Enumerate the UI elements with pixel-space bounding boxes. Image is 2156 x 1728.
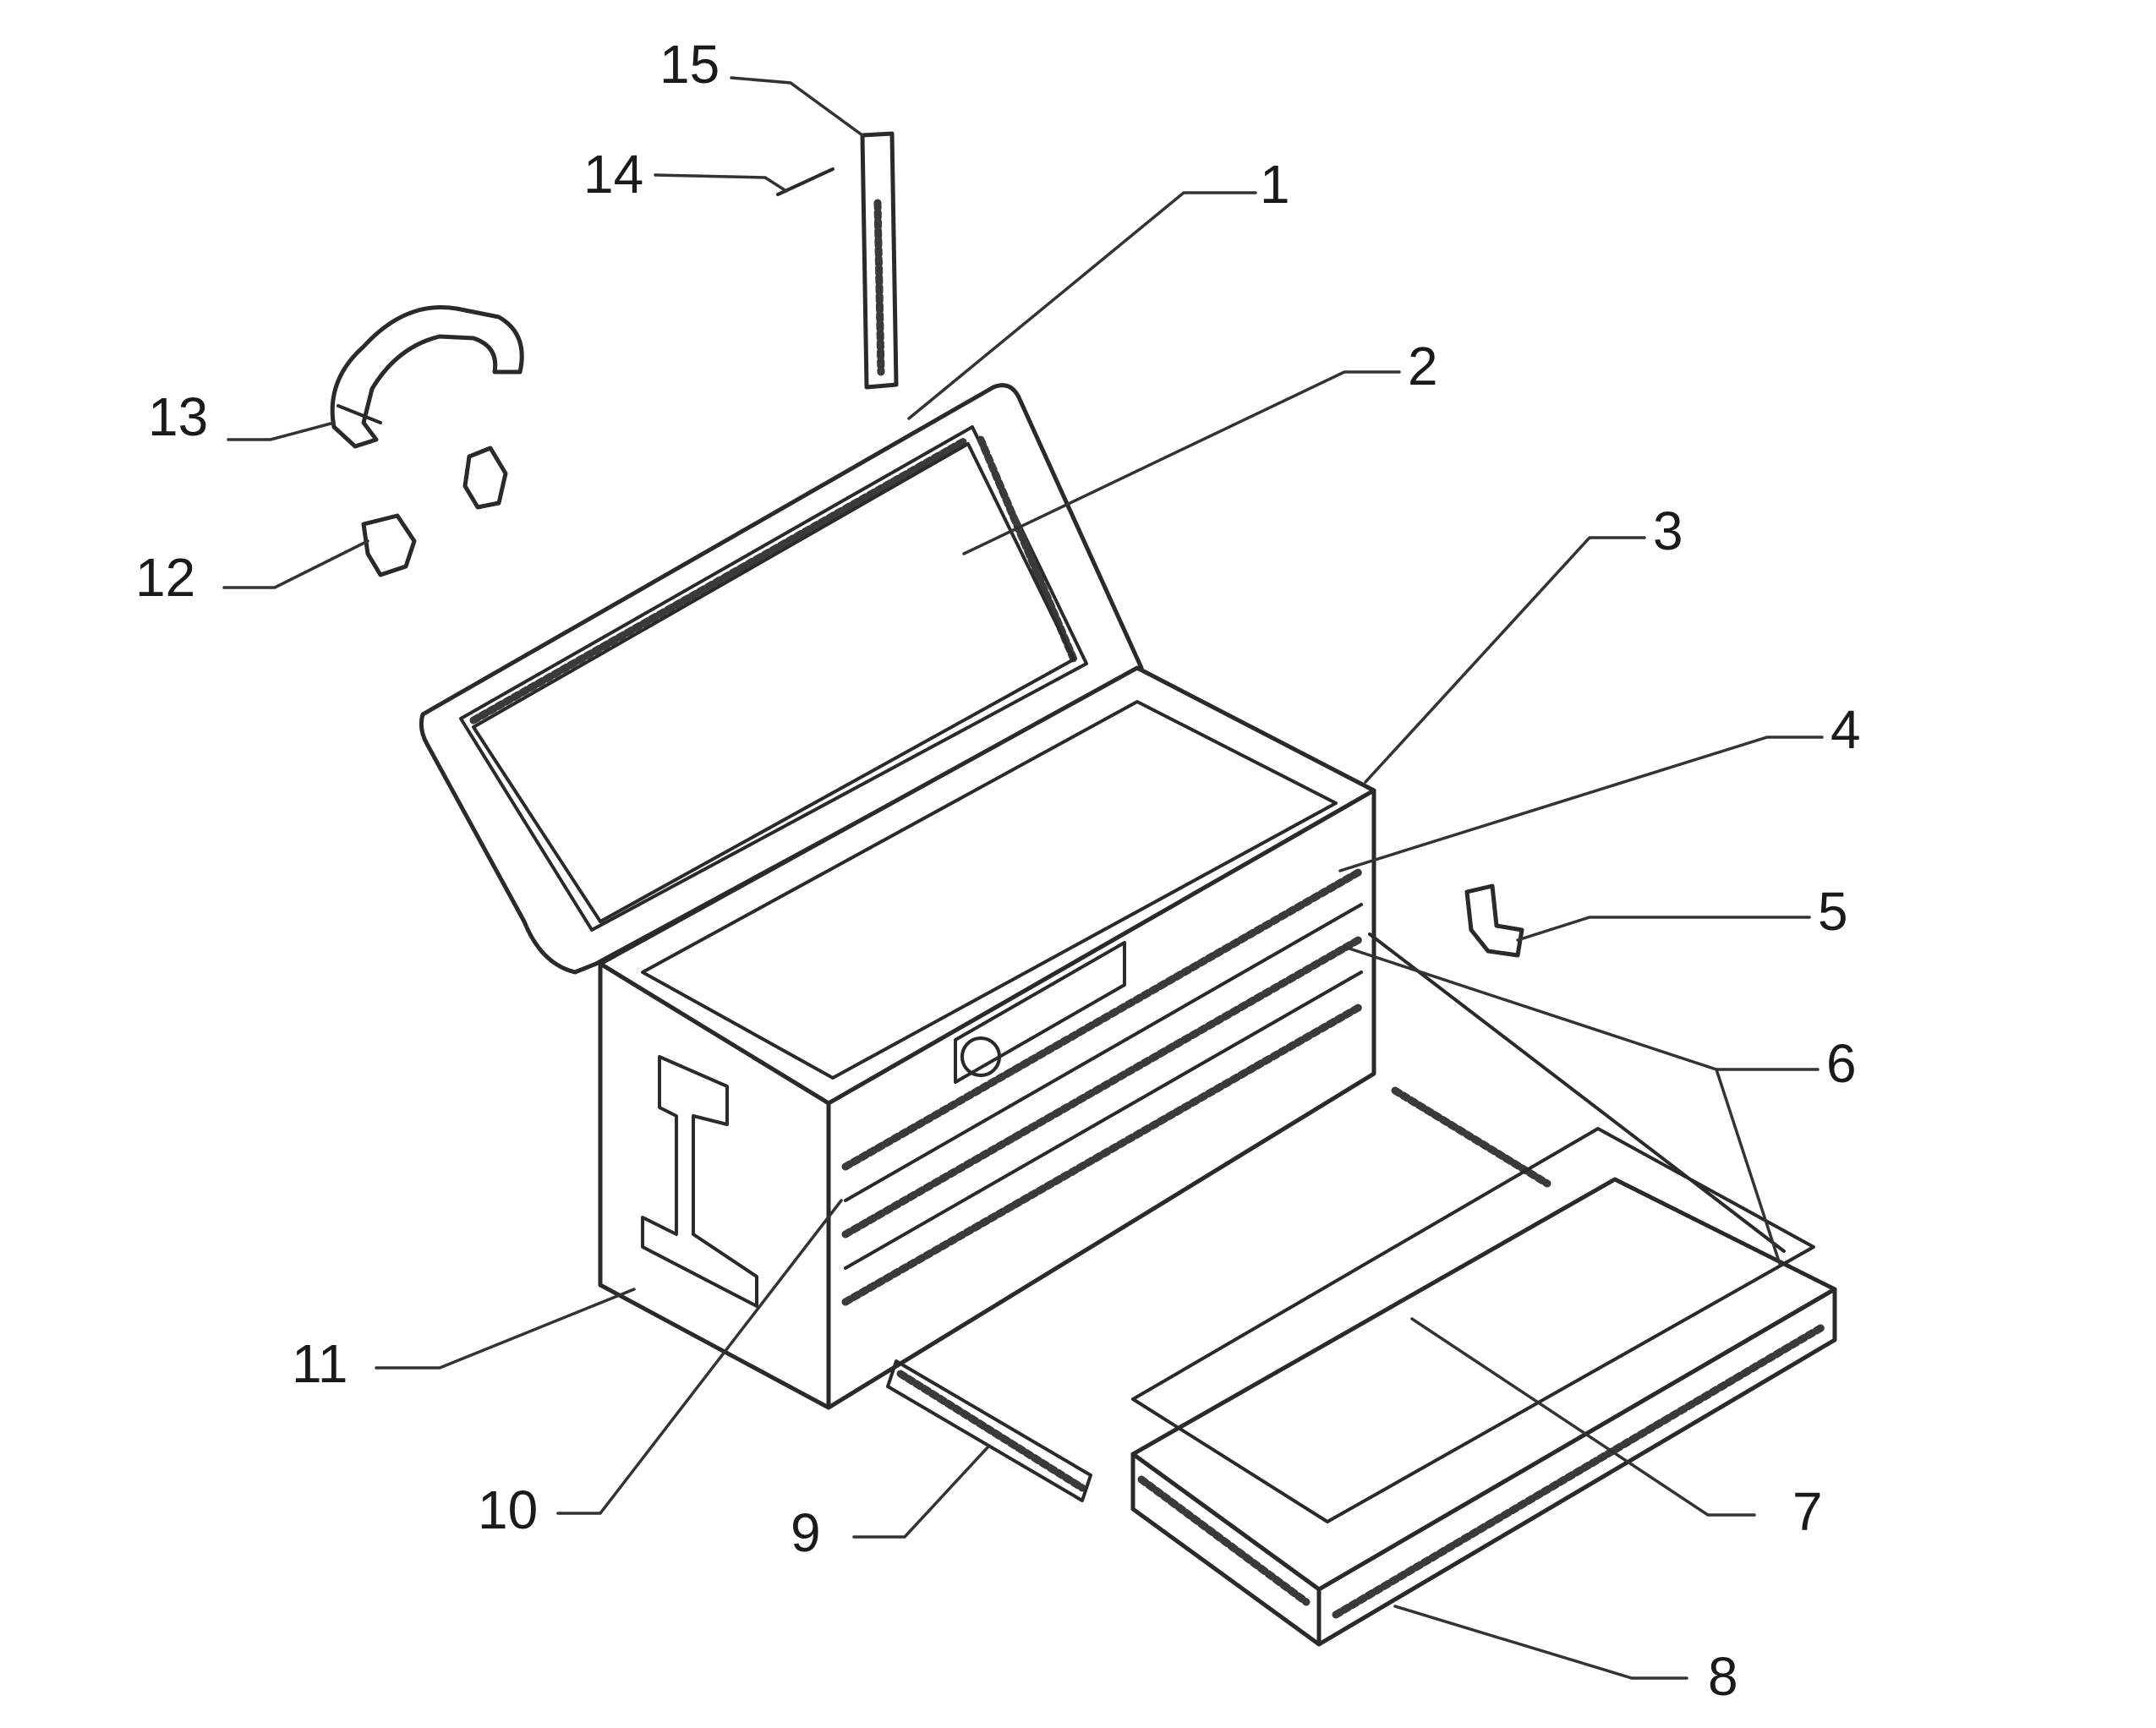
callout-10: 10 (478, 1479, 538, 1540)
callout-13: 13 (148, 386, 208, 447)
callout-5: 5 (1818, 881, 1848, 942)
callout-1: 1 (1260, 154, 1290, 215)
lid (419, 383, 1144, 975)
callout-4: 4 (1830, 699, 1861, 760)
hinge-strip (860, 131, 899, 390)
callout-11: 11 (292, 1333, 347, 1394)
latch-12 (361, 513, 417, 577)
drawer-rail (886, 1359, 1092, 1502)
callouts: 1 2 3 4 5 6 7 8 9 10 11 12 13 14 15 (135, 34, 1861, 1707)
callout-3: 3 (1653, 500, 1683, 561)
callout-2: 2 (1408, 336, 1438, 396)
callout-14: 14 (583, 144, 643, 205)
callout-8: 8 (1708, 1646, 1738, 1707)
latch-5 (1464, 883, 1524, 958)
carry-handle (330, 304, 524, 449)
callout-6: 6 (1826, 1033, 1857, 1094)
callout-7: 7 (1792, 1481, 1823, 1542)
callout-9: 9 (791, 1502, 821, 1563)
drawer-liner (1131, 1127, 1815, 1523)
callout-12: 12 (135, 547, 195, 608)
lid-panel (472, 442, 1075, 923)
leader-lines (222, 76, 1824, 1680)
latch-12b (462, 446, 508, 510)
drawer (1130, 932, 1837, 1647)
callout-15: 15 (659, 34, 720, 95)
cabinet-body (598, 665, 1376, 1410)
